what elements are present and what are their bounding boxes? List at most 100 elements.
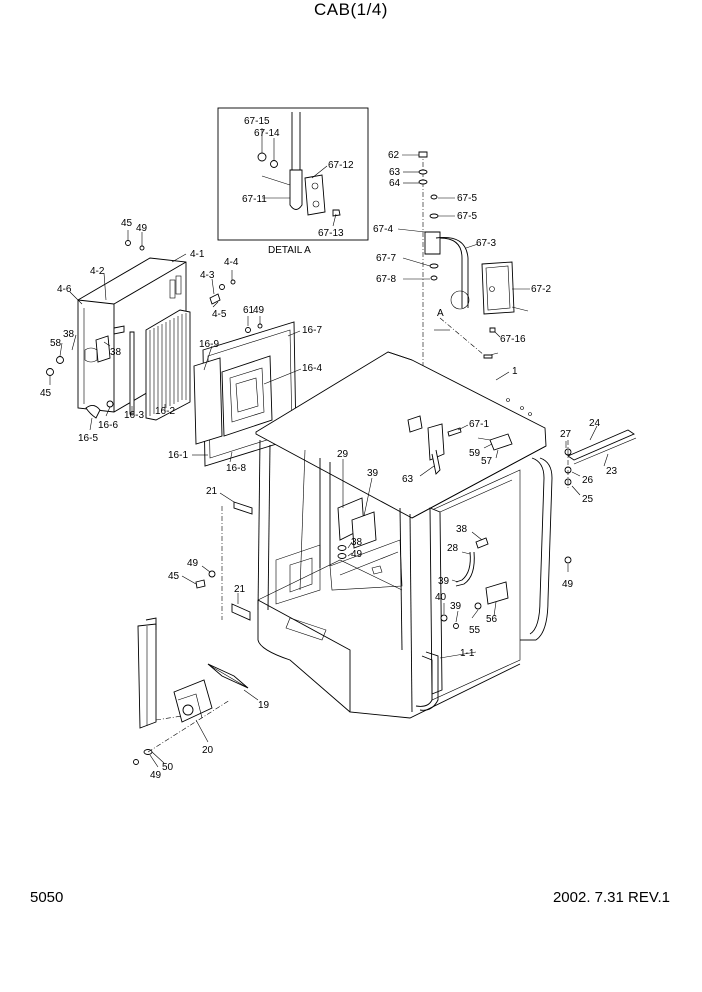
revision-date: 2002. 7.31 REV.1 (552, 889, 670, 906)
callout-38c: 39 (450, 601, 462, 612)
mirror-67-1 (481, 261, 515, 315)
callout-49b: 49 (253, 305, 265, 316)
callout-4-4: 4-4 (224, 257, 239, 268)
callout-27: 27 (560, 429, 572, 440)
callout-16-1: 16-1 (168, 450, 188, 461)
callout-42b: 45 (168, 571, 180, 582)
callout-59: 61 (243, 305, 255, 316)
handrail-right (535, 457, 553, 641)
callout-4-3: 4-3 (200, 270, 215, 281)
callout-40: 40 (435, 592, 447, 603)
callout-56: 57 (481, 456, 493, 467)
callout-20: 20 (202, 745, 214, 756)
callout-67-4: 67-5 (457, 193, 477, 204)
callout-16-8: 16-8 (226, 463, 246, 474)
callout-4-2: 4-2 (90, 266, 105, 277)
right-arm-assembly: 24 27 23 26 25 (560, 418, 637, 505)
callout-16-5: 16-5 (78, 433, 98, 444)
page-title: CAB(1/4) (314, 0, 388, 19)
callout-67-13: 67-16 (500, 334, 526, 345)
callout-49c: 49 (187, 558, 199, 569)
bracket-55 (485, 581, 509, 605)
detail-a-view: 67-15 67-14 67-11 67-12 67-13 DETAIL A (217, 107, 369, 256)
interior-brackets: 29 39 38 49 (337, 449, 379, 560)
callout-36: 38 (110, 347, 122, 358)
left-plates: 21 21 49 45 (168, 486, 253, 621)
callout-16-4: 16-4 (302, 363, 322, 374)
latch-4-2 (95, 335, 111, 363)
callout-67-8: 67-11 (242, 194, 267, 205)
pivot-sleeve (289, 169, 303, 210)
ring-67-11 (270, 160, 278, 168)
callout-67-12: 67-15 (244, 116, 270, 127)
bolt-67-10 (332, 209, 341, 217)
callout-67-5b: 67-7 (376, 253, 396, 264)
bolt-61 (418, 151, 428, 158)
callout-54: 55 (469, 625, 481, 636)
rod-16-3 (129, 331, 135, 415)
callout-63: 64 (389, 178, 401, 189)
callout-23: 23 (606, 466, 618, 477)
callout-28: 28 (447, 543, 459, 554)
callout-4-6: 4-6 (57, 284, 72, 295)
callout-16-3: 16-3 (124, 410, 144, 421)
striker-56 (489, 433, 513, 451)
cab-body-1: 1 1-1 (255, 351, 553, 719)
detail-a-ref: A (437, 308, 444, 319)
callout-50: 58 (50, 338, 62, 349)
callout-61: 62 (388, 150, 400, 161)
callout-45: 45 (40, 388, 52, 399)
callout-67-1: 67-2 (531, 284, 551, 295)
callout-45c: 49 (562, 579, 574, 590)
unit-20 (173, 679, 213, 723)
duct-16-9 (193, 357, 223, 445)
callout-67-3: 67-4 (373, 224, 393, 235)
inner-frame-16-4 (221, 355, 273, 437)
callout-49: 49 (136, 223, 148, 234)
callout-25: 25 (582, 494, 594, 505)
callout-43: 49 (150, 770, 162, 781)
callout-16-6: 16-6 (98, 420, 118, 431)
callout-38b: 38 (456, 524, 468, 535)
callout-38: 38 (351, 537, 363, 548)
knob-16-5 (85, 405, 101, 419)
callout-39b: 39 (438, 576, 450, 587)
callout-55: 56 (486, 614, 498, 625)
roof-fittings: 67-1 59 57 63 (402, 415, 513, 485)
callout-24: 24 (589, 418, 601, 429)
page-number: 5050 (30, 889, 64, 906)
lower-left-assembly: 19 20 49 50 (133, 617, 270, 781)
detail-a-frame (217, 107, 369, 241)
callout-67-2: 67-3 (476, 238, 496, 249)
callout-39: 39 (367, 468, 379, 479)
bushing-67-12 (257, 152, 267, 162)
mirror-bracket-67-3 (424, 231, 441, 255)
detail-a-caption: DETAIL A (268, 245, 311, 256)
callout-58: 63 (402, 474, 414, 485)
callout-16-9: 16-9 (199, 339, 219, 350)
plate-58 (407, 415, 423, 433)
callout-62: 63 (389, 167, 401, 178)
mirror-arm-67-2 (439, 237, 463, 308)
door-hardware: 38 28 39 40 39 55 56 49 (435, 524, 574, 636)
callout-49d: 50 (162, 762, 174, 773)
callout-16-7: 16-7 (302, 325, 322, 336)
callout-21b: 21 (234, 584, 246, 595)
callout-64: 67-1 (469, 419, 489, 430)
callout-45b: 49 (351, 549, 363, 560)
callout-16-2: 16-2 (155, 406, 175, 417)
hose-28 (455, 551, 471, 583)
callout-67-10: 67-13 (318, 228, 344, 239)
callout-37: 38 (63, 329, 75, 340)
callout-67-9: 67-12 (328, 160, 354, 171)
plate-21-top (233, 501, 253, 515)
filter-element-16-2 (145, 309, 191, 421)
plate-21-bottom (231, 603, 251, 621)
callout-67-11: 67-14 (254, 128, 280, 139)
lock-64 (427, 423, 445, 461)
callout-67-7: 67-8 (376, 274, 396, 285)
door-post-1-1 (429, 507, 443, 695)
callout-19: 19 (258, 700, 270, 711)
